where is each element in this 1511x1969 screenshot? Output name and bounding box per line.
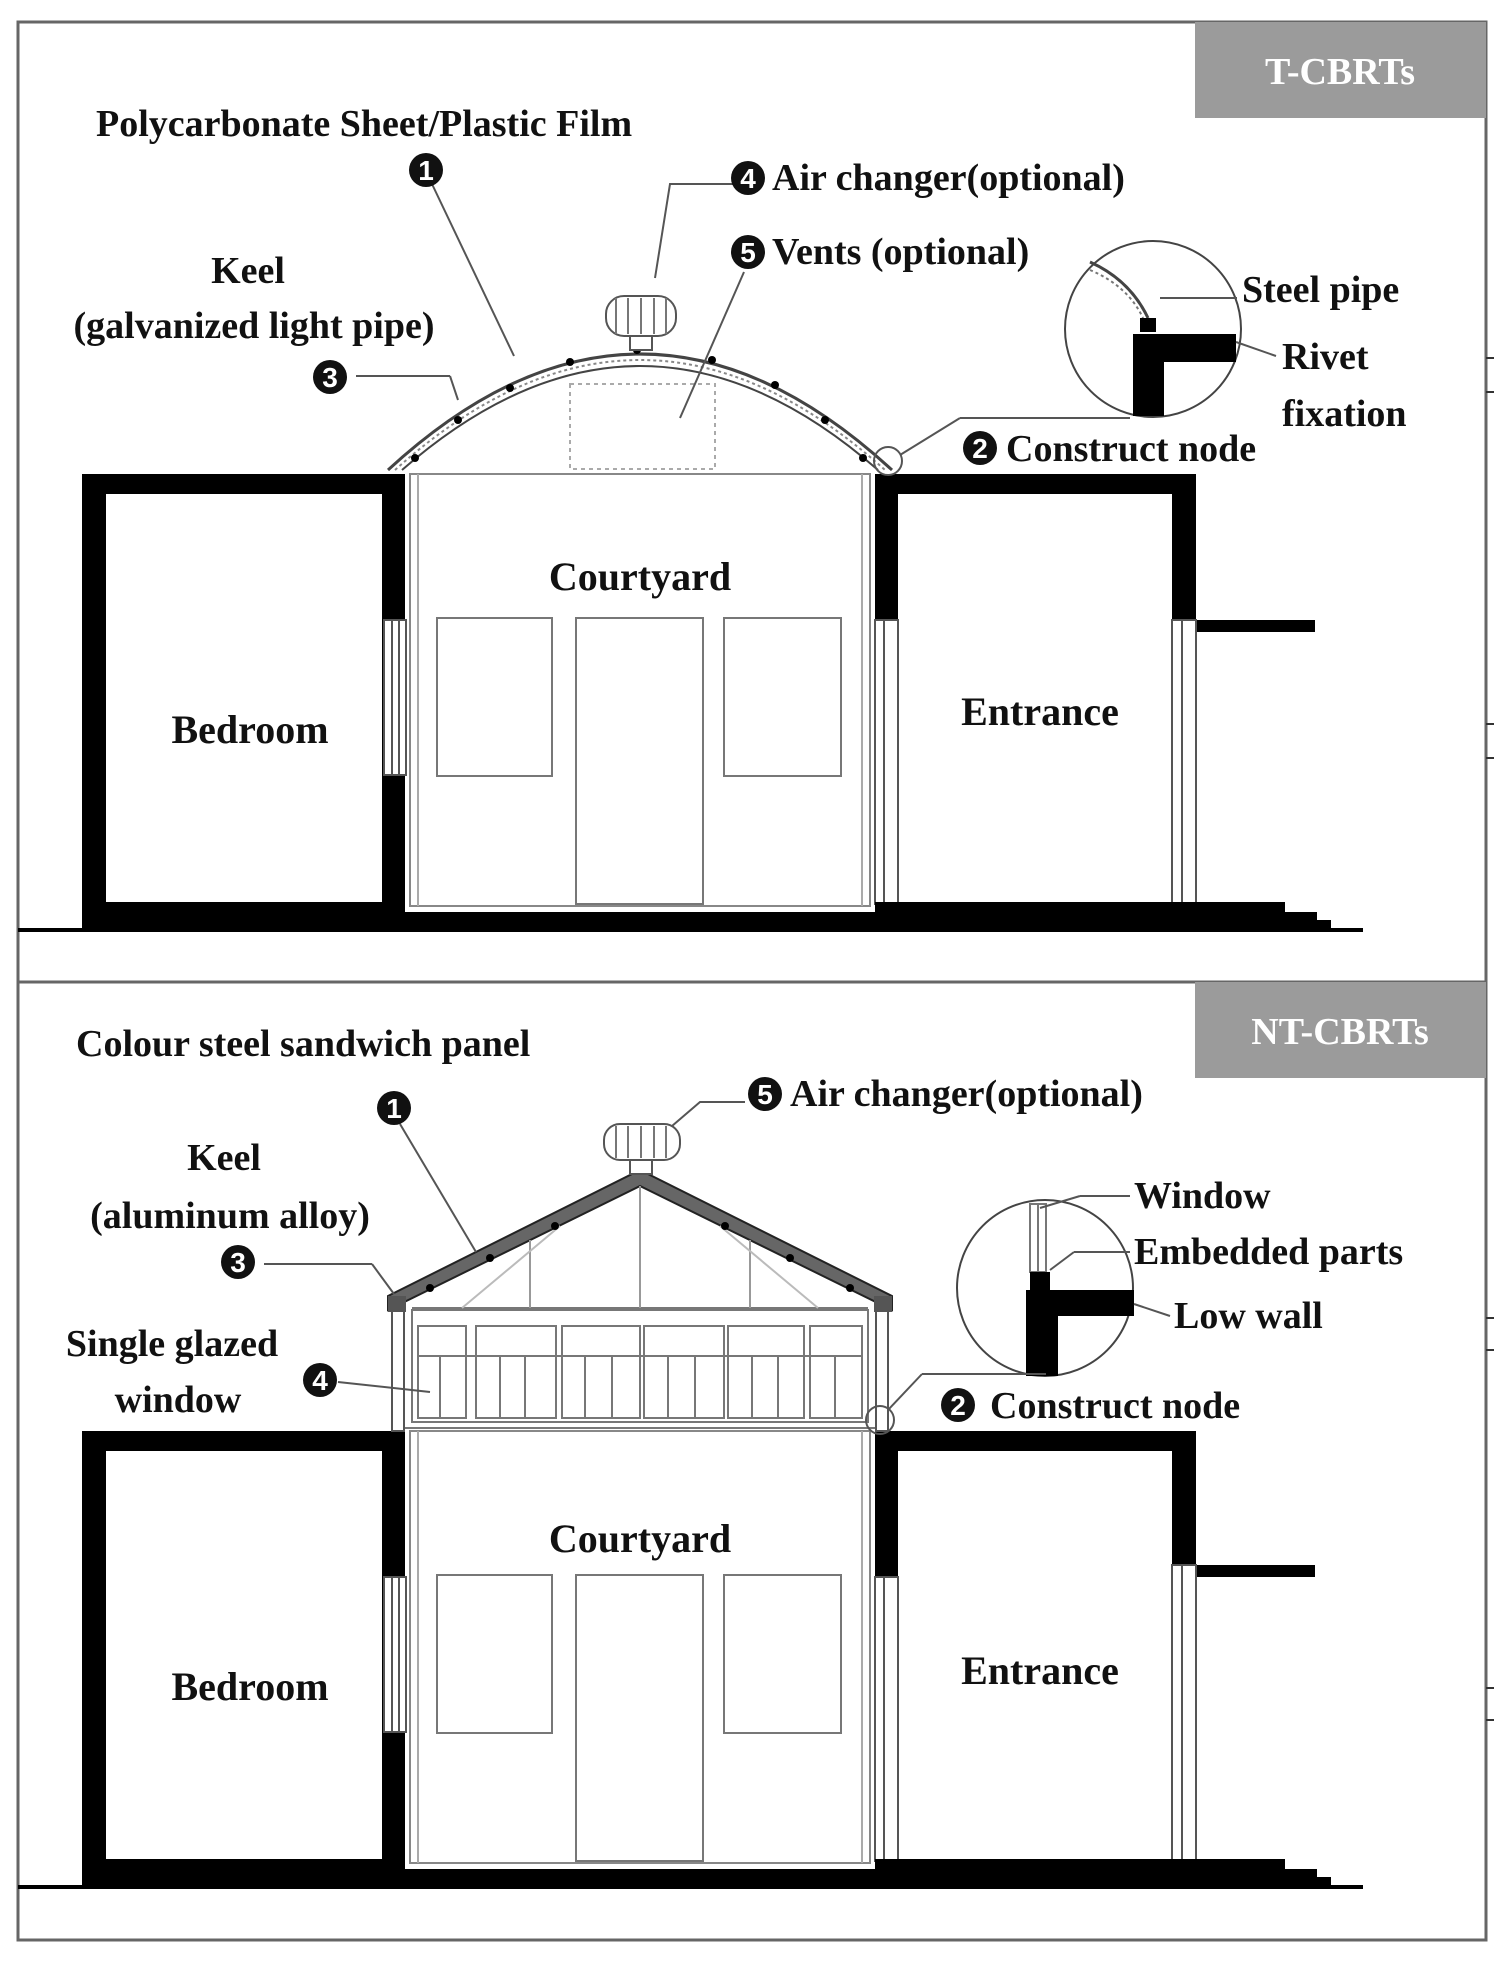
label-vents: Vents (optional) [772,231,1029,273]
svg-text:3: 3 [322,362,338,393]
label-steel-pipe: Steel pipe [1242,269,1399,311]
svg-text:1: 1 [386,1093,402,1124]
panel-tag: T-CBRTs [1265,51,1415,93]
single-glazed-window [405,1309,875,1429]
room-entrance: Entrance [961,1648,1119,1693]
label-glazed-1: Single glazed [66,1323,278,1365]
room-courtyard: Courtyard [549,1516,731,1561]
construct-node-circle [865,1405,895,1435]
air-changer-icon [603,1123,681,1175]
entrance-window-right [1171,619,1197,905]
panel-nt-cbrts: NT-CBRTs [16,980,1488,1942]
panel-tag-bg [1195,22,1486,118]
label-embedded-parts: Embedded parts [1134,1231,1403,1273]
marker-4: 4 [731,161,765,195]
label-rivet-1: Rivet [1282,336,1369,378]
entrance-floor [875,1859,1285,1889]
svg-text:3: 3 [230,1247,246,1278]
label-low-wall: Low wall [1174,1295,1323,1337]
detail-callout [1064,240,1242,418]
entrance-floor [875,902,1285,932]
panel-tag-bg [1195,982,1486,1078]
marker-4: 4 [303,1363,337,1397]
panel-tag: NT-CBRTs [1251,1011,1429,1053]
sunroom-post-left [391,1304,405,1432]
leader-lines [264,1101,1171,1411]
svg-text:2: 2 [972,433,988,464]
edge-ticks [1486,357,1494,1721]
leader-lines [356,183,1277,456]
courtyard-window-left [436,1574,553,1734]
svg-text:2: 2 [950,1390,966,1421]
courtyard-window-right [723,617,842,777]
room-courtyard: Courtyard [549,554,731,599]
courtyard-door [575,1574,704,1862]
courtyard-door [575,617,704,905]
svg-text:4: 4 [740,163,756,194]
svg-text:1: 1 [418,155,434,186]
courtyard-window-left [436,617,553,777]
label-keel-2: (galvanized light pipe) [73,305,434,347]
svg-text:5: 5 [757,1079,773,1110]
arched-roof-outer [386,352,894,472]
label-roof-cover: Polycarbonate Sheet/Plastic Film [96,103,632,145]
bedroom-window [383,619,407,776]
courtyard-frame [409,473,871,907]
label-glazed-2: window [115,1379,242,1421]
marker-3: 3 [313,360,347,394]
arched-roof-inner [401,365,879,471]
svg-text:5: 5 [740,237,756,268]
label-keel-1: Keel [187,1137,261,1179]
room-entrance: Entrance [961,689,1119,734]
label-window: Window [1134,1175,1271,1217]
label-air-changer: Air changer(optional) [772,157,1125,199]
courtyard-floor [405,912,875,932]
marker-5: 5 [731,235,765,269]
detail-callout [956,1199,1134,1377]
air-changer-icon [605,295,677,351]
label-rivet-2: fixation [1282,393,1407,435]
marker-1: 1 [409,153,443,187]
label-keel-1: Keel [211,250,285,292]
entrance-window-left [874,619,899,905]
sunroom-post-right [875,1304,889,1432]
room-bedroom: Bedroom [171,1664,328,1709]
label-keel-2: (aluminum alloy) [90,1195,370,1237]
arched-roof-cover [394,359,886,471]
courtyard-floor [405,1869,875,1889]
entrance-window-right [1171,1564,1197,1862]
vents-box [569,383,716,470]
marker-3: 3 [221,1245,255,1279]
keel-rivets [426,1222,854,1292]
label-roof-cover: Colour steel sandwich panel [76,1023,530,1065]
marker-1: 1 [377,1091,411,1125]
entrance-walls [875,1431,1315,1577]
marker-2: 2 [963,431,997,465]
panel-t-cbrts: T-CBRTs [16,20,1488,984]
courtyard-frame [409,1430,871,1864]
entrance-window-left [874,1576,899,1862]
svg-text:4: 4 [312,1365,328,1396]
panel-frame [16,980,1488,1942]
label-construct-node: Construct node [1006,428,1256,470]
label-construct-node: Construct node [990,1385,1240,1427]
construct-node-circle [873,446,903,476]
courtyard-window-right [723,1574,842,1734]
marker-5: 5 [748,1077,782,1111]
room-bedroom: Bedroom [171,707,328,752]
entrance-walls [875,474,1315,632]
marker-2: 2 [941,1388,975,1422]
bedroom-window [383,1576,407,1733]
label-air-changer: Air changer(optional) [790,1073,1143,1115]
